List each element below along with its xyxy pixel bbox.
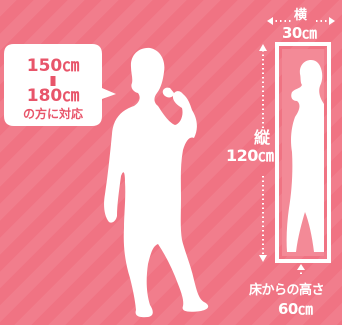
reflection-silhouette-icon [286, 60, 324, 252]
floor-height-marker [297, 264, 305, 276]
bubble-min-height: 150㎝ [26, 56, 80, 76]
mirror-icon [275, 42, 331, 263]
width-value: 30㎝ [282, 24, 317, 42]
bubble-supports-label: の方に対応 [22, 107, 83, 121]
height-dimension-line [259, 44, 267, 262]
height-value: 120㎝ [226, 146, 274, 165]
floor-height-value: 60㎝ [278, 300, 313, 318]
bubble-max-height: 180㎝ [26, 86, 80, 106]
width-dimension-line [267, 17, 335, 25]
speech-bubble [4, 44, 116, 126]
human-silhouette-icon [104, 47, 209, 318]
height-label: 縦 [254, 128, 270, 147]
width-label: 横 [294, 8, 307, 23]
floor-height-label: 床からの高さ [249, 283, 325, 298]
